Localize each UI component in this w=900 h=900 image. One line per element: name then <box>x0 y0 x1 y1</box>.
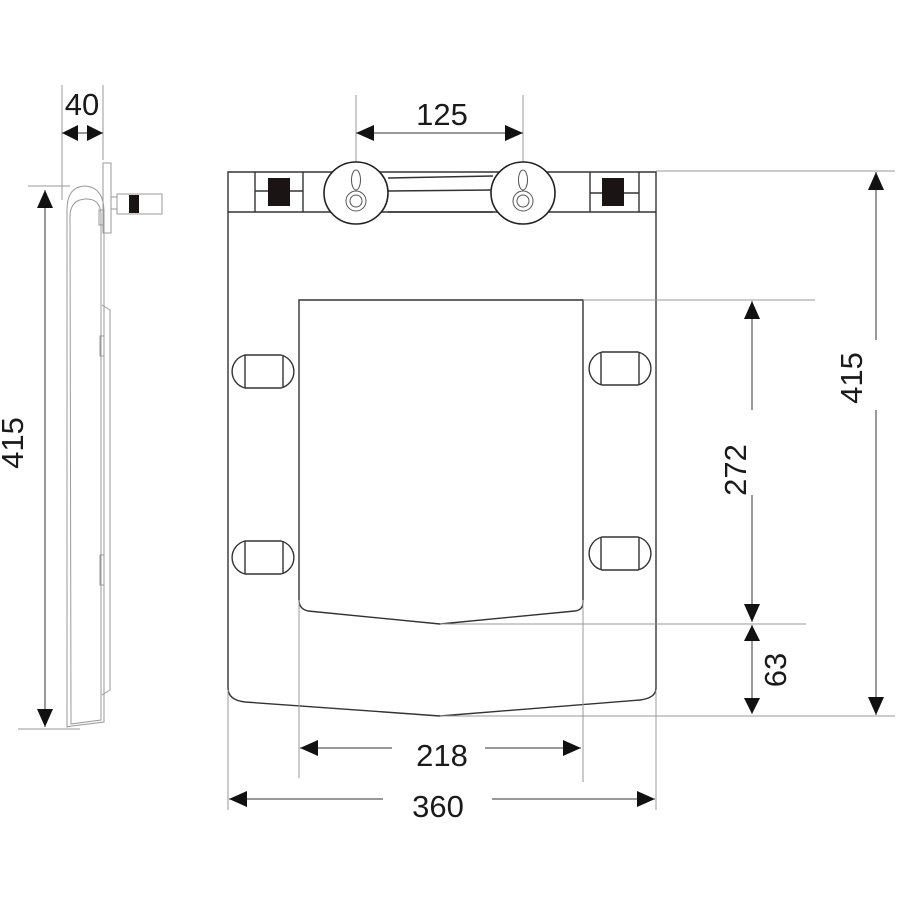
top-view: 125 <box>227 95 895 824</box>
dim-218-arrows <box>300 740 581 756</box>
dim-total-width: 360 <box>412 789 464 824</box>
dim-415-arrows <box>868 172 884 715</box>
seat-opening <box>298 299 584 625</box>
dim-opening-length: 272 <box>718 444 753 496</box>
bumper-top-right <box>588 351 652 386</box>
side-view: 40 415 <box>0 85 163 730</box>
dim-side-length: 415 <box>0 417 30 469</box>
bumper-bottom-left <box>231 540 295 575</box>
dim-415-side-arrows <box>37 190 53 727</box>
hinge-block-right <box>589 172 640 212</box>
side-seat-profile <box>66 162 112 728</box>
dim-63-arrows <box>744 625 760 714</box>
bumper-bottom-right <box>588 536 652 571</box>
dim-360-arrows <box>229 791 655 807</box>
dim-hinge-spacing: 125 <box>416 97 468 132</box>
dim-125-arrows <box>356 125 523 141</box>
dim-total-length: 415 <box>834 352 869 404</box>
hinge-block-left <box>254 172 304 212</box>
dim-272-arrows <box>744 301 760 622</box>
dim-front-rim: 63 <box>758 653 793 687</box>
dim-side-thickness: 40 <box>65 87 99 122</box>
hinge-right <box>490 161 556 225</box>
dim-40-arrows <box>62 125 103 141</box>
seat-outline <box>227 171 657 717</box>
bumper-top-left <box>231 354 295 389</box>
side-hinge-pin <box>110 193 163 215</box>
dim-opening-width: 218 <box>416 738 468 773</box>
hinge-bar <box>387 175 494 213</box>
hinge-left <box>323 161 389 225</box>
